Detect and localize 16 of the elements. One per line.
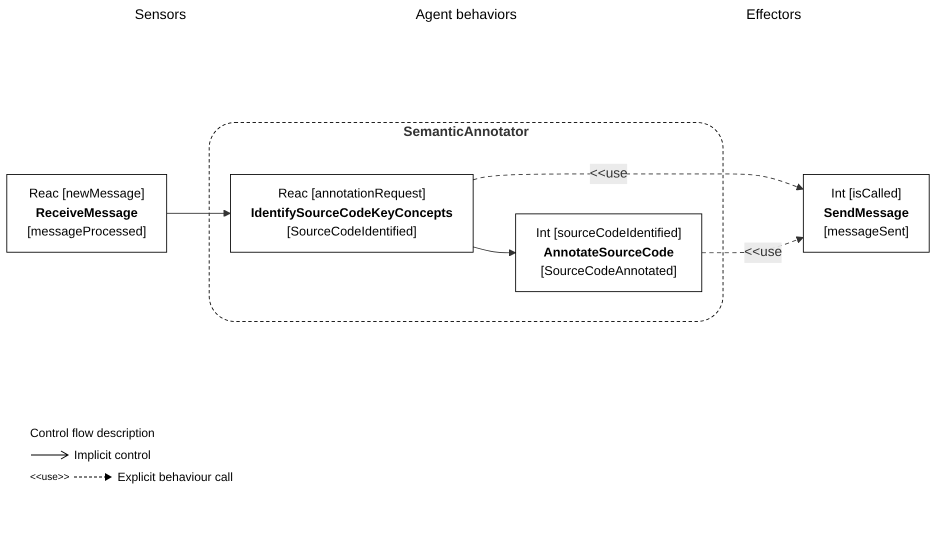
- node-box: Reac [newMessage] ReceiveMessage [messageProcessed]: [6, 174, 168, 253]
- node-box: Int [sourceCodeIdentified] AnnotateSourceCode [SourceCodeAnnotated]: [515, 213, 702, 292]
- arrow: [472, 174, 804, 190]
- arrow: [472, 246, 516, 256]
- column-heading: Agent behaviors: [416, 6, 517, 22]
- stereotype-label: <<use>>: [30, 472, 70, 482]
- legend-text: Implicit control: [74, 448, 151, 462]
- edge-label: <<use: [590, 166, 628, 181]
- legend-text: Explicit behaviour call: [117, 470, 233, 484]
- arrow: [166, 210, 231, 218]
- node-box: Int [isCalled] SendMessage [messageSent]: [802, 174, 930, 253]
- node-box: Reac [annotationRequest] IdentifySourceCodeKeyConcepts [SourceCodeIdentified]: [230, 174, 474, 253]
- column-heading: Effectors: [746, 6, 802, 22]
- edge-label: <<use: [744, 245, 782, 260]
- column-heading: Sensors: [134, 6, 186, 22]
- legend-title: Control flow description: [30, 426, 156, 440]
